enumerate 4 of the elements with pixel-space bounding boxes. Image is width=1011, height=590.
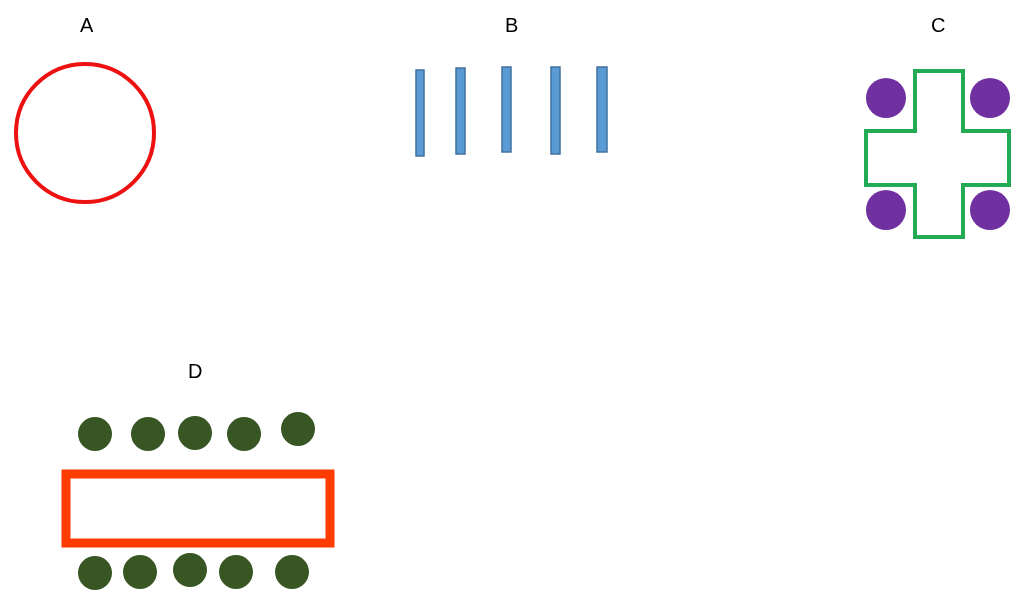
- panel-label: D: [188, 360, 203, 382]
- panel-label: C: [931, 14, 946, 36]
- panel-label: A: [80, 14, 94, 36]
- panel-label: B: [505, 14, 519, 36]
